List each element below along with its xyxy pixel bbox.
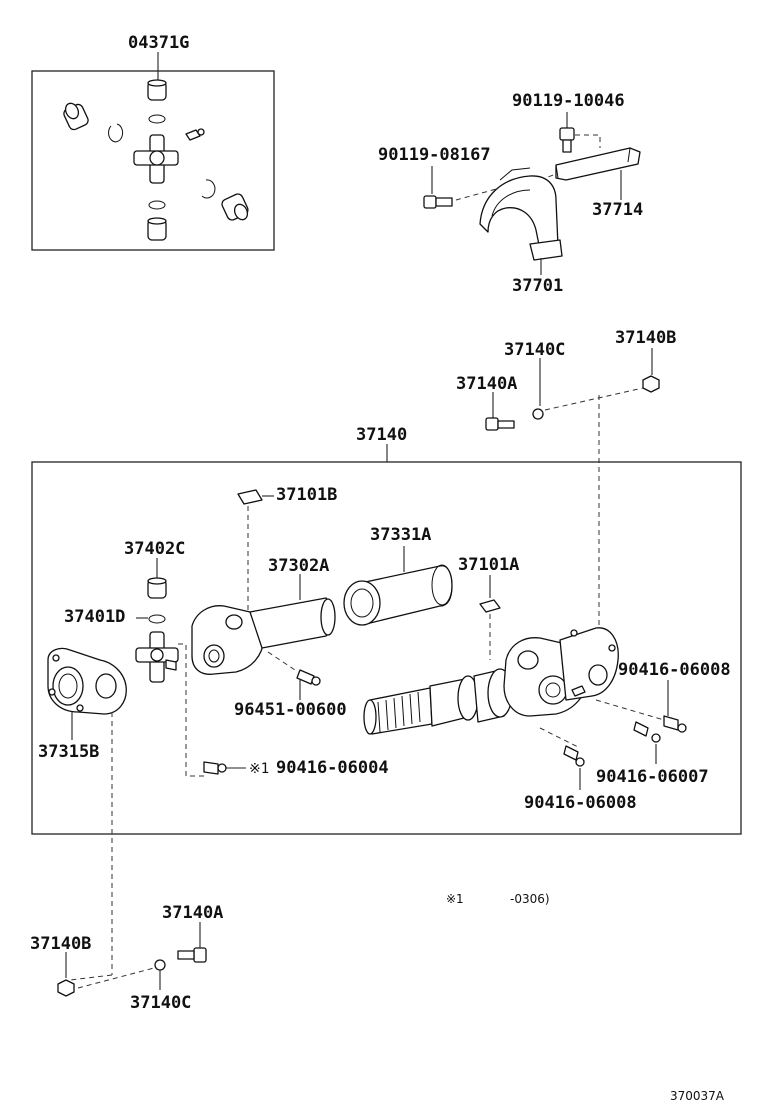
label-37101A: 37101A [458,555,519,575]
bolt-37140A-top [485,417,515,431]
bolt-90119-08167 [423,195,453,209]
label-bearing-37701: 37701 [512,276,563,296]
center-bearing-group [423,112,641,275]
illustration-code: 370037A [670,1089,725,1103]
label-37302A: 37302A [268,556,329,576]
label-37140C-top: 37140C [504,340,565,360]
label-37331A: 37331A [370,525,431,545]
grease-fitting-90416-06008-bottom [563,745,579,761]
label-37401D: 37401D [64,607,125,627]
plate-37101A [479,575,501,660]
plate-37101B [237,489,274,612]
label-90416-06007: 90416-06007 [596,767,709,787]
label-90416-06008-right: 90416-06008 [618,660,731,680]
note-marker: ※1 [446,892,464,906]
bolt-90119-10046 [559,127,575,153]
snap-ring-bottom [148,200,166,210]
bearing-cup-top [147,79,167,101]
snap-ring-right [201,179,216,199]
snap-ring-37401D [148,614,166,624]
grease-fitting-90416-06008-right [663,715,679,731]
label-bracket-37714: 37714 [592,200,643,220]
label-shaft-assembly-37140: 37140 [356,425,407,445]
washer-37140C-top [532,408,544,420]
flange-yoke-37315B [47,647,127,975]
tube-yoke-37302A [191,574,336,675]
label-bolt-90119-10046: 90119-10046 [512,91,625,111]
dust-boot-37331A [343,546,453,626]
label-96451-00600: 96451-00600 [234,700,347,720]
front-joint-parts [135,558,205,777]
kit-box [31,70,275,251]
bearing-cup-left [63,102,89,131]
snap-ring-left [108,123,124,143]
label-37140A-top: 37140A [456,374,517,394]
bottom-fasteners-group [57,922,207,997]
label-bolt-90119-08167: 90119-08167 [378,145,491,165]
bearing-cup-right [221,193,249,221]
propeller-shaft-main [363,627,619,735]
snap-ring-top [148,114,166,124]
label-kit: 04371G [128,33,189,53]
bolt-37140A-bottom [177,947,207,963]
bearing-cup-bottom [147,217,167,241]
label-37315B: 37315B [38,742,99,762]
label-90416-06008-bottom: 90416-06008 [524,793,637,813]
bracket-37714 [555,147,641,181]
top-fasteners-group [485,348,660,640]
grease-fitting-90416-06007 [633,721,649,737]
grease-fitting-90416-06004 [203,761,246,775]
grease-fitting-kit [185,128,205,141]
grease-fitting-96451 [267,651,321,700]
note-code: -0306) [510,892,550,906]
universal-joint-kit-group [31,52,275,251]
label-37402C: 37402C [124,539,185,559]
label-37140B-top: 37140B [615,328,676,348]
nut-37140B-bottom [57,979,75,997]
label-37140C-bottom: 37140C [130,993,191,1013]
label-90416-06004: 90416-06004 [276,758,389,778]
label-37101B: 37101B [276,485,337,505]
washer-37140C-bottom [154,959,166,971]
label-37140A-bottom: 37140A [162,903,223,923]
spider-front [135,631,179,683]
label-37140B-bottom: 37140B [30,934,91,954]
center-bearing-37701 [479,167,563,261]
shaft-assembly-box [31,461,742,835]
label-footnote-marker: ※1 [249,761,269,777]
nut-37140B-top [642,375,660,393]
grease-fitting-front [165,659,177,671]
spider-cross [133,134,179,184]
right-grease-fittings [539,680,687,790]
